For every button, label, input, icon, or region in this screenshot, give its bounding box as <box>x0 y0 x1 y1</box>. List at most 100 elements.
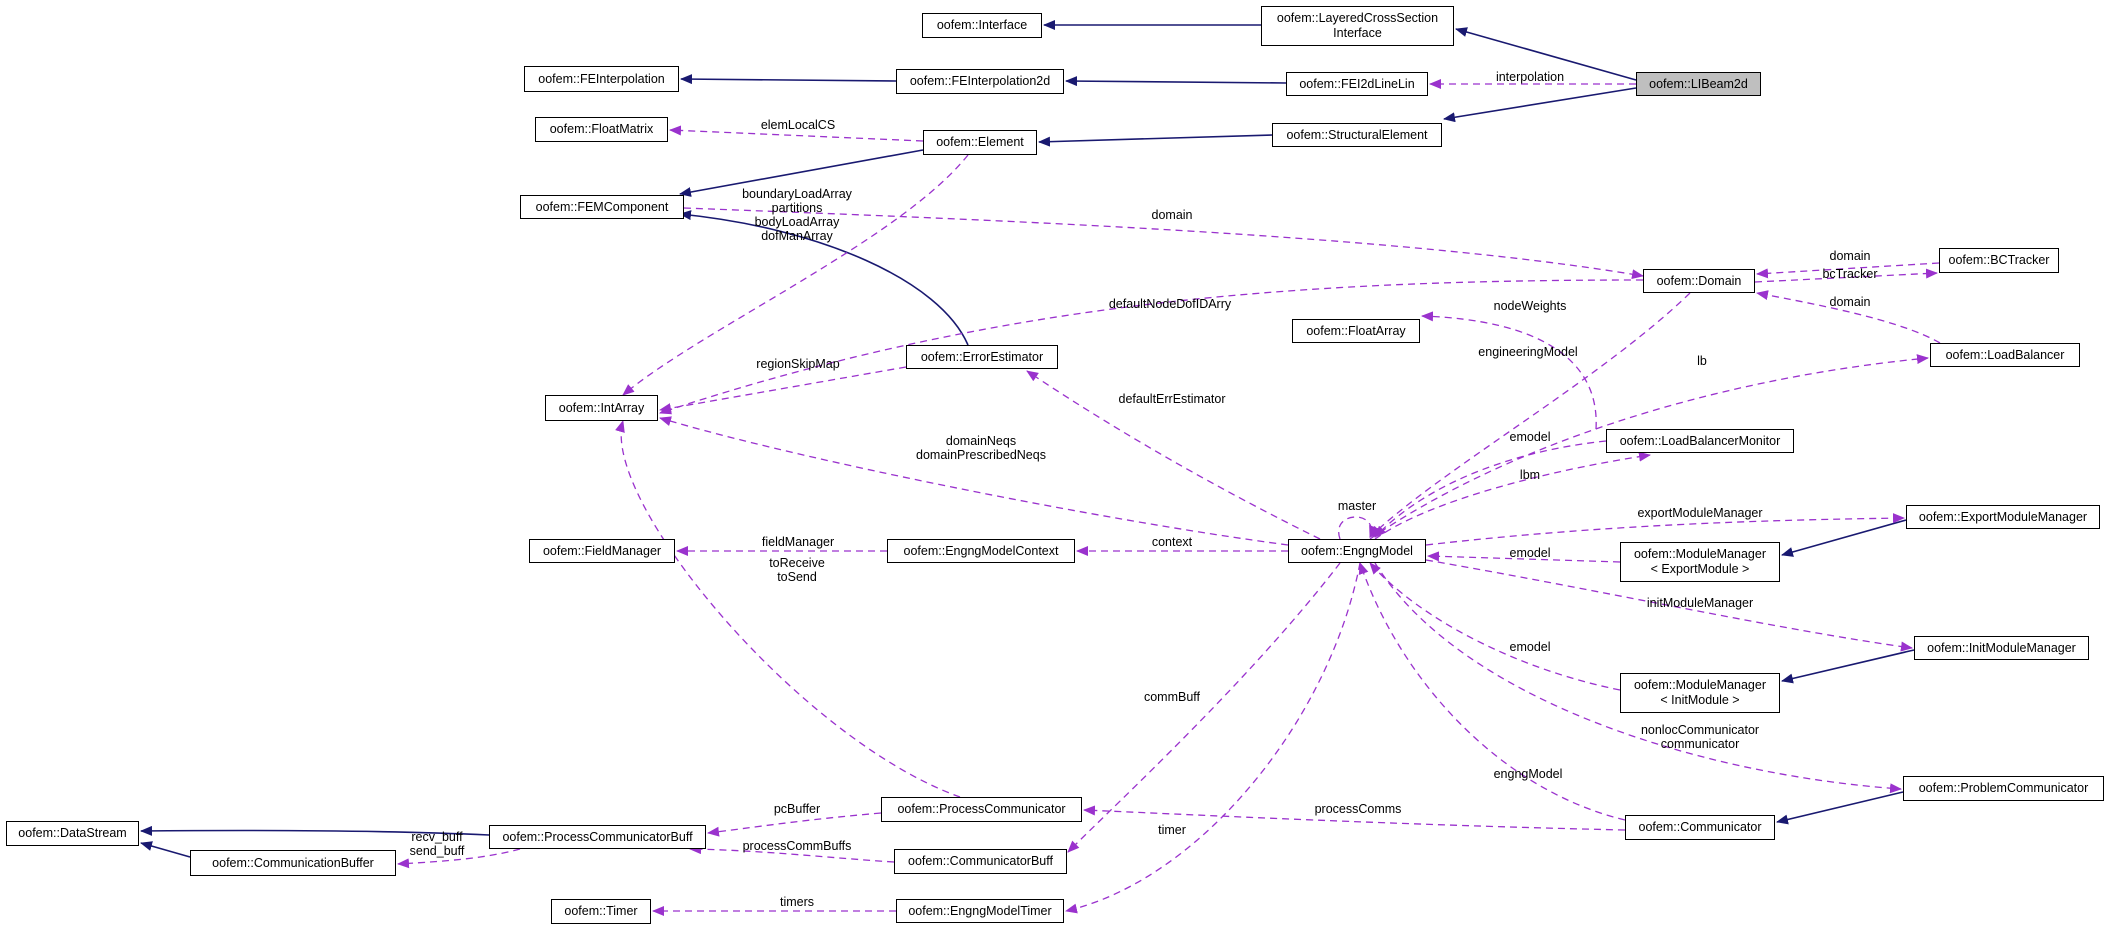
label-domain: domain <box>1151 208 1193 222</box>
edge-modulemanagerinit-engngmodel <box>1369 562 1621 691</box>
edge-loadbalancer-domain <box>1756 290 1941 344</box>
edge-structural-element <box>1038 134 1273 147</box>
edge-feinterp2d-feinterp <box>680 74 897 85</box>
label-lb: lb <box>1697 354 1707 368</box>
edge-commbuff-pcbuff <box>689 844 895 863</box>
edge-element-femcomponent <box>679 149 924 197</box>
edge-domain-intarray <box>659 279 1644 415</box>
node-element[interactable]: oofem::Element <box>923 130 1037 155</box>
edge-fei2dlinelin-feinterp2d <box>1065 76 1287 87</box>
label-processcomms: processComms <box>1314 802 1402 816</box>
node-load-balancer-monitor[interactable]: oofem::LoadBalancerMonitor <box>1606 429 1794 453</box>
node-export-module-manager[interactable]: oofem::ExportModuleManager <box>1906 505 2100 529</box>
edge-bctracker-domain <box>1756 262 1940 279</box>
edge-initmm-modulemanager <box>1781 649 1915 684</box>
label-commbuff: commBuff <box>1143 690 1201 704</box>
label-emodel-lbm: emodel <box>1509 430 1551 444</box>
node-engng-model-context[interactable]: oofem::EngngModelContext <box>887 539 1075 563</box>
label-defaulterrestimator: defaultErrEstimator <box>1118 392 1226 406</box>
node-structural-element[interactable]: oofem::StructuralElement <box>1272 123 1442 147</box>
node-communicator[interactable]: oofem::Communicator <box>1625 815 1775 840</box>
node-communicator-buff[interactable]: oofem::CommunicatorBuff <box>894 849 1067 874</box>
edge-commbuffer-datastream <box>140 841 191 858</box>
edge-engngmodel-loadbalancer <box>1369 354 1929 540</box>
label-context: context <box>1151 535 1193 549</box>
edge-domain-engngmodel <box>1369 292 1691 538</box>
node-feinterpolation2d[interactable]: oofem::FEInterpolation2d <box>896 69 1064 94</box>
node-communication-buffer[interactable]: oofem::CommunicationBuffer <box>190 850 396 876</box>
edge-exportmm-modulemanager <box>1781 519 1907 557</box>
node-field-manager[interactable]: oofem::FieldManager <box>529 539 675 563</box>
edge-communicator-engngmodel <box>1358 562 1626 821</box>
label-timer: timer <box>1158 823 1186 837</box>
node-fei2dlinelin[interactable]: oofem::FEI2dLineLin <box>1286 72 1428 96</box>
node-timer[interactable]: oofem::Timer <box>551 899 651 924</box>
node-load-balancer[interactable]: oofem::LoadBalancer <box>1930 343 2080 367</box>
node-problem-communicator[interactable]: oofem::ProblemCommunicator <box>1903 776 2104 801</box>
edge-pcbuff-datastream <box>140 825 490 836</box>
label-defaultnodedofidarry: defaultNodeDofIDArry <box>1108 297 1232 311</box>
edge-problemcomm-communicator <box>1776 791 1904 825</box>
node-error-estimator[interactable]: oofem::ErrorEstimator <box>906 345 1058 369</box>
node-femcomponent[interactable]: oofem::FEMComponent <box>520 195 684 219</box>
label-emodel-init: emodel <box>1509 640 1551 654</box>
label-emodel-export: emodel <box>1509 546 1551 560</box>
edge-errorestimator-femcomponent <box>679 210 969 346</box>
node-engng-model[interactable]: oofem::EngngModel <box>1288 539 1426 563</box>
edge-processcomm-pcbuff <box>707 812 882 837</box>
label-engineeringmodel: engineeringModel <box>1478 345 1578 359</box>
label-lbm: lbm <box>1519 468 1541 482</box>
edge-libeam2d-layeredcs <box>1455 27 1637 81</box>
edge-engngmodel-intarray <box>659 416 1289 546</box>
label-nodeweights: nodeWeights <box>1493 299 1567 313</box>
edge-engngmodel-errorestimator <box>1026 370 1321 540</box>
edge-engngmodel-timer <box>1065 562 1361 914</box>
edge-lbm-floatarray <box>1421 311 1597 430</box>
label-processcommbuffs: processCommBuffs <box>742 839 852 853</box>
edge-libeam2d-structural <box>1443 87 1637 123</box>
node-domain[interactable]: oofem::Domain <box>1643 269 1755 293</box>
node-interface[interactable]: oofem::Interface <box>922 13 1042 38</box>
node-process-communicator[interactable]: oofem::ProcessCommunicator <box>881 797 1082 822</box>
node-process-communicator-buff[interactable]: oofem::ProcessCommunicatorBuff <box>489 825 706 849</box>
node-engng-model-timer[interactable]: oofem::EngngModelTimer <box>896 899 1064 923</box>
node-feinterpolation[interactable]: oofem::FEInterpolation <box>524 66 679 92</box>
label-loadbalancer-domain: domain <box>1829 295 1871 309</box>
label-interpolation: interpolation <box>1495 70 1565 84</box>
edge-element-floatmatrix <box>669 125 924 142</box>
edge-engngmodel-lbm <box>1374 451 1651 540</box>
node-module-manager-init[interactable]: oofem::ModuleManager< InitModule > <box>1620 673 1780 713</box>
label-regionskipmap: regionSkipMap <box>756 357 840 371</box>
label-timers: timers <box>779 895 815 909</box>
node-floatarray[interactable]: oofem::FloatArray <box>1292 319 1420 343</box>
label-initmodulemanager: initModuleManager <box>1646 596 1754 610</box>
node-init-module-manager[interactable]: oofem::InitModuleManager <box>1914 636 2089 660</box>
node-floatmatrix[interactable]: oofem::FloatMatrix <box>535 117 668 142</box>
edge-processcomm-intarray <box>615 420 961 798</box>
node-intarray[interactable]: oofem::IntArray <box>545 395 658 421</box>
edge-domain-bctracker <box>1754 268 1938 283</box>
edge-element-intarray <box>622 154 969 396</box>
edge-pcbuff-commbuffer <box>397 848 521 869</box>
edge-engngmodel-initmm <box>1425 559 1913 652</box>
node-libeam2d[interactable]: oofem::LIBeam2d <box>1636 72 1761 96</box>
node-bctracker[interactable]: oofem::BCTracker <box>1939 248 2059 273</box>
edge-engngmodel-master <box>1338 516 1379 540</box>
node-module-manager-export[interactable]: oofem::ModuleManager< ExportModule > <box>1620 542 1780 582</box>
label-fieldmanager: fieldManager <box>761 535 835 549</box>
edge-modulemanager-engngmodel <box>1427 551 1621 563</box>
label-master: master <box>1337 499 1377 513</box>
edge-femcomponent-domain <box>683 207 1644 280</box>
label-bctracker-domain: domain <box>1829 249 1871 263</box>
node-data-stream[interactable]: oofem::DataStream <box>6 821 139 846</box>
label-exportmodulemanager: exportModuleManager <box>1637 506 1763 520</box>
edge-errorestimator-intarray <box>659 366 907 414</box>
